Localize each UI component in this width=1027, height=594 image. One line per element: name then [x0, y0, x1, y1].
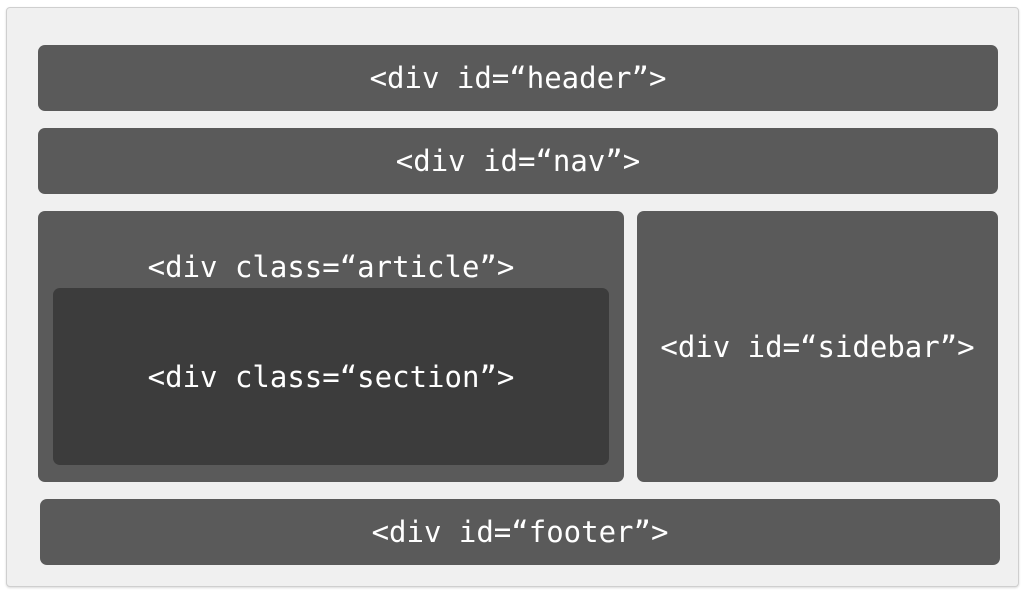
header-label: <div id=“header”> — [369, 61, 667, 95]
article-label: <div class=“article”> — [147, 250, 515, 284]
sidebar-block: <div id=“sidebar”> — [637, 211, 998, 482]
section-block: <div class=“section”> — [53, 288, 609, 465]
article-block: <div class=“article”> <div class=“sectio… — [38, 211, 624, 482]
nav-block: <div id=“nav”> — [38, 128, 998, 194]
nav-label: <div id=“nav”> — [395, 144, 641, 178]
sidebar-label: <div id=“sidebar”> — [660, 329, 975, 364]
layout-diagram: <div id=“header”> <div id=“nav”> <div cl… — [6, 7, 1019, 587]
footer-label: <div id=“footer”> — [371, 515, 669, 549]
header-block: <div id=“header”> — [38, 45, 998, 111]
section-label: <div class=“section”> — [147, 359, 515, 394]
footer-block: <div id=“footer”> — [40, 499, 1000, 565]
